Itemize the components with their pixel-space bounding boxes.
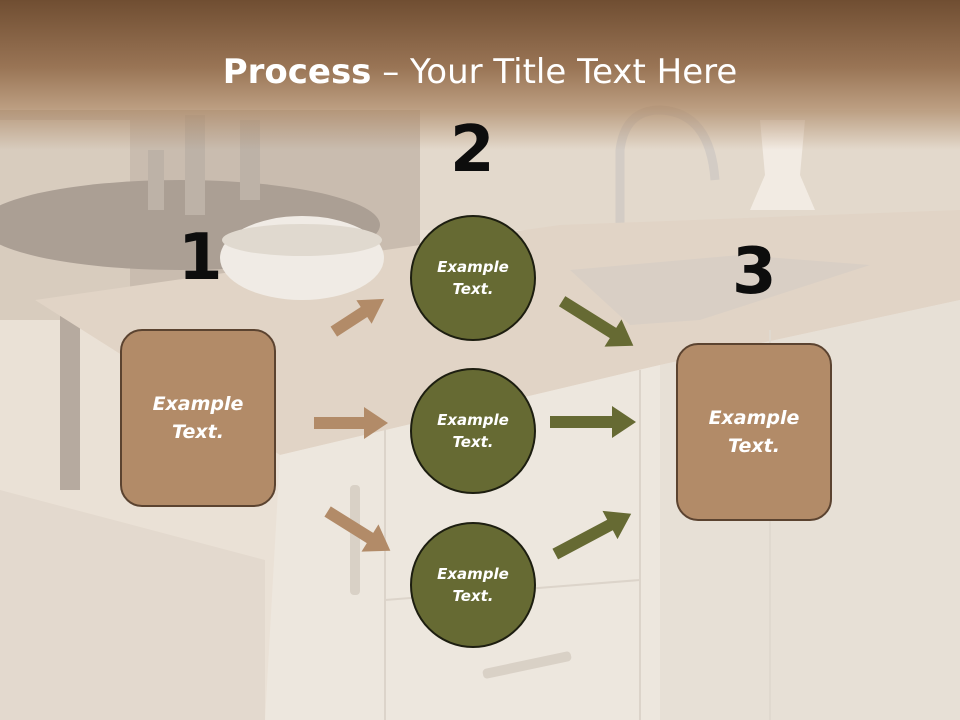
circle-top-line2: Text. <box>452 280 494 298</box>
box-start-line1: Example <box>152 392 244 415</box>
circle-middle-line1: Example <box>437 410 509 429</box>
step-number-1: 1 <box>178 221 223 295</box>
circle-bottom-line1: Example <box>437 564 509 583</box>
circle-middle-line2: Text. <box>452 433 494 451</box>
process-box-end: Example Text. <box>676 343 832 521</box>
arrow-left-to-top-circle <box>330 298 385 337</box>
step-number-3: 3 <box>732 235 777 309</box>
circle-bottom-line2: Text. <box>452 587 494 605</box>
process-circle-middle: Example Text. <box>410 368 536 494</box>
process-circle-top: Example Text. <box>410 215 536 341</box>
arrow-top-circle-to-right <box>558 296 634 347</box>
title-bar <box>0 0 960 150</box>
arrow-left-to-middle-circle <box>314 407 388 439</box>
circle-top-line1: Example <box>437 257 509 276</box>
step-number-2: 2 <box>450 113 495 187</box>
title-rest: – Your Title Text Here <box>371 52 738 92</box>
arrow-bottom-circle-to-right <box>552 510 632 560</box>
box-end-line1: Example <box>708 406 800 429</box>
box-end-line2: Text. <box>728 435 780 457</box>
title-bold: Process <box>222 52 372 92</box>
process-circle-bottom: Example Text. <box>410 522 536 648</box>
arrow-left-to-bottom-circle <box>324 506 391 552</box>
process-box-start: Example Text. <box>120 329 276 507</box>
arrow-middle-circle-to-right <box>550 406 636 438</box>
box-start-line2: Text. <box>172 421 224 443</box>
slide-title: Process – Your Title Text Here <box>0 52 960 92</box>
